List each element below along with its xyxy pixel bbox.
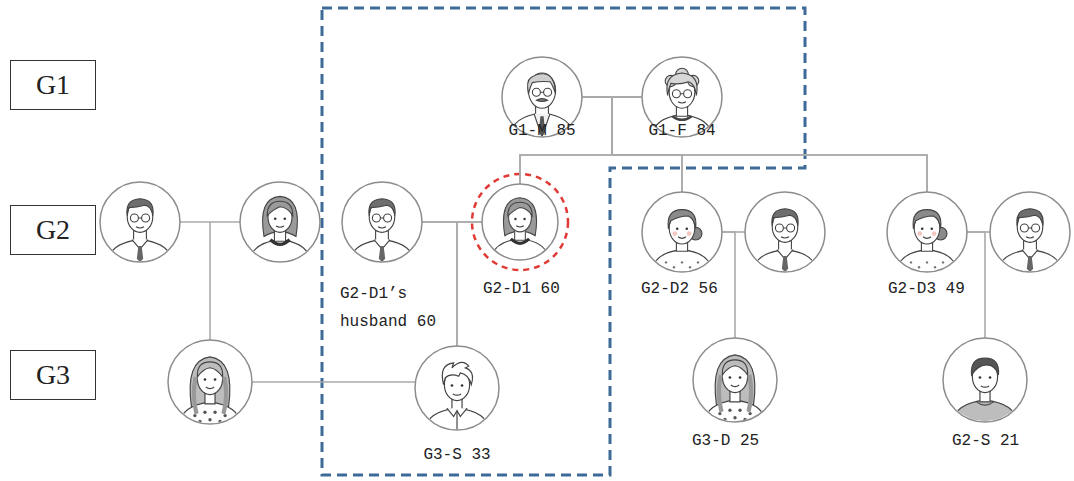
portrait-circle: [693, 338, 777, 422]
family-line: [457, 222, 482, 346]
portrait-circle: [482, 184, 558, 260]
portrait-circle: [990, 192, 1070, 272]
portrait-ground: [482, 184, 558, 260]
portrait-outline: [415, 346, 499, 430]
portrait-circle: [887, 192, 967, 272]
portrait-circle: [342, 182, 422, 262]
man-portrait: [350, 199, 414, 262]
family-line: [612, 97, 927, 192]
portrait-ground: [693, 338, 777, 422]
family-line: [612, 97, 682, 192]
portrait-outline: [482, 184, 558, 260]
person-node: G1-F 84: [642, 57, 722, 137]
portrait-ground: [943, 338, 1027, 422]
portrait-circle: [100, 182, 180, 262]
family-line: [967, 232, 985, 338]
boy-portrait: [953, 358, 1017, 422]
descent-line: [209, 222, 211, 340]
portrait-circle: [642, 192, 722, 272]
person-label: G3-D 25: [692, 432, 759, 450]
family-line: [520, 97, 642, 184]
person-node: G2-D3 49: [887, 192, 967, 272]
family-line: [520, 97, 612, 184]
generation-label: G3: [36, 359, 70, 391]
person-label: G2-D1’s husband 60: [340, 280, 446, 336]
portrait-outline: [887, 192, 967, 272]
drawing-part: [100, 182, 1070, 424]
drawing-part: [342, 57, 1027, 430]
person-node: G1-M 85: [502, 57, 582, 137]
woman-portrait: [491, 198, 549, 260]
person-node: G3-S 33: [415, 346, 499, 430]
family-region-outline: [322, 8, 805, 475]
person-node: G3-D 25: [693, 338, 777, 422]
portrait-outline: [693, 338, 777, 422]
portrait-outline: [943, 338, 1027, 422]
portrait-circle: [415, 346, 499, 430]
man-portrait: [998, 209, 1062, 272]
portrait-ground: [887, 192, 967, 272]
person-label: G2-D3 49: [888, 280, 965, 298]
generation-box: G2: [10, 205, 96, 255]
person-node: G2-D1 60: [482, 184, 558, 260]
portrait-ground: [342, 182, 422, 262]
family-line: [582, 97, 682, 192]
man-portrait: [753, 209, 817, 272]
generation-box: G1: [10, 60, 96, 110]
person-node: G2-S 21: [943, 338, 1027, 422]
portrait-outline: [342, 182, 422, 262]
generation-label: G1: [36, 69, 70, 101]
portrait-ground: [415, 346, 499, 430]
boy-portrait: [425, 362, 489, 430]
girl-portrait: [180, 357, 240, 424]
generation-label: G2: [36, 214, 70, 246]
couple-line: [252, 381, 415, 383]
person-label: G2-D2 56: [641, 280, 718, 298]
family-line: [582, 97, 927, 192]
person-label: G1-F 84: [648, 122, 715, 140]
portrait-circle: [240, 182, 320, 262]
portrait-outline: [642, 192, 722, 272]
person-label: G2-D1 60: [483, 280, 560, 298]
man-portrait: [108, 199, 172, 262]
girl-portrait: [705, 355, 765, 422]
portrait-ground: [642, 192, 722, 272]
portrait-circle: [943, 338, 1027, 422]
person-label: G2-S 21: [952, 432, 1019, 450]
highlight-ring: [472, 174, 568, 270]
portrait-circle: [168, 340, 252, 424]
woman-portrait: [897, 210, 958, 272]
woman-portrait: [652, 210, 713, 272]
family-line: [722, 232, 735, 338]
person-label: G3-S 33: [423, 446, 490, 464]
person-label: G1-M 85: [508, 122, 575, 140]
generation-box: G3: [10, 350, 96, 400]
woman-portrait: [250, 196, 311, 262]
person-node: G2-D2 56: [642, 192, 722, 272]
person-node: G2-D1’s husband 60: [342, 182, 422, 262]
portrait-circle: [745, 192, 825, 272]
